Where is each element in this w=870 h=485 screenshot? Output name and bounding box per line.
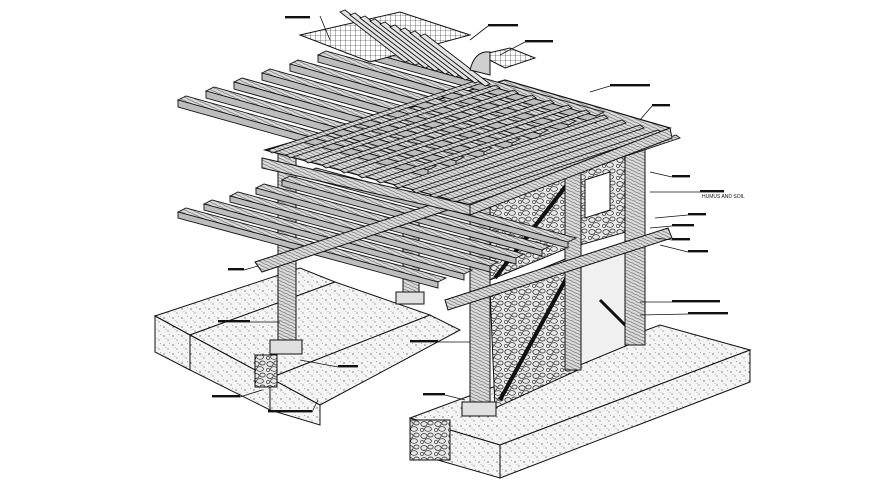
annotation-label-bar	[285, 16, 310, 19]
right-slab-side	[499, 349, 751, 479]
annotation-leader-line	[654, 214, 689, 219]
post-base-front	[461, 401, 497, 417]
annotation-leader-line	[654, 237, 673, 241]
roof-purlin	[285, 84, 501, 159]
annotation-leader-line	[649, 171, 673, 178]
diagonal-brace-lower	[498, 267, 574, 401]
annotation-leader-line	[659, 244, 689, 253]
annotation-leader-line	[444, 394, 466, 401]
annotation-label-bar	[525, 40, 553, 43]
annotation-leader-line	[239, 389, 263, 398]
roof-purlin	[357, 104, 573, 179]
annotation-label-bar	[410, 340, 438, 343]
annotation-leader-line	[639, 105, 653, 121]
annotation-label-bar	[610, 84, 650, 87]
tile-curved-edge	[469, 51, 491, 76]
roof-purlin	[393, 114, 609, 189]
annotation-label-bar	[672, 300, 720, 303]
annotation-label-bar	[688, 312, 728, 315]
exploded-slats	[339, 9, 491, 87]
annotation-label-bar	[700, 190, 724, 193]
annotation-leader-line	[649, 225, 673, 229]
center-walk-face	[269, 377, 321, 426]
annotation-label-bar	[212, 395, 240, 398]
annotation-label-bar	[672, 238, 690, 241]
annotation-label-bar	[268, 410, 312, 413]
annotation-label-bar	[652, 104, 670, 107]
roof-purlin	[321, 94, 537, 169]
annotation-leader-line	[639, 313, 689, 316]
stone-footing-front	[409, 419, 451, 461]
annotation-leader-line	[299, 359, 339, 368]
roof-purlin	[375, 109, 591, 184]
annotation-leader-line	[319, 15, 331, 41]
slat	[419, 33, 491, 87]
stone-footing-left	[254, 354, 278, 388]
exploded-tile-detail	[469, 47, 537, 76]
label-small-text: HUMUS AND SOIL	[702, 194, 745, 200]
annotation-label-bar	[218, 320, 250, 323]
annotation-leader-line	[311, 399, 319, 413]
annotation-labels	[212, 15, 728, 413]
annotation-label-bar	[423, 393, 445, 396]
roof-purlin	[303, 89, 519, 164]
annotation-label-bar	[228, 268, 244, 271]
annotation-label-bar	[688, 250, 708, 253]
exploded-mesh-detail	[298, 9, 491, 87]
annotation-leader-line	[469, 25, 489, 41]
annotation-label-bar	[688, 213, 706, 216]
roof-purlin	[339, 99, 555, 174]
annotation-label-bar	[672, 224, 694, 227]
annotation-label-bar	[488, 24, 518, 27]
annotation-leader-line	[589, 85, 611, 93]
tile-grid-panel	[478, 47, 537, 69]
roof-edge-beam-right	[469, 127, 673, 216]
annotation-label-bar	[672, 175, 690, 178]
roof-ridge-beams	[261, 127, 673, 216]
annotation-leader-line	[243, 265, 259, 271]
window-opening	[584, 171, 611, 219]
annotation-leader-line	[499, 41, 526, 56]
post-base-left	[269, 339, 303, 355]
annotation-label-bar	[338, 365, 358, 368]
post-base-back	[395, 291, 425, 305]
